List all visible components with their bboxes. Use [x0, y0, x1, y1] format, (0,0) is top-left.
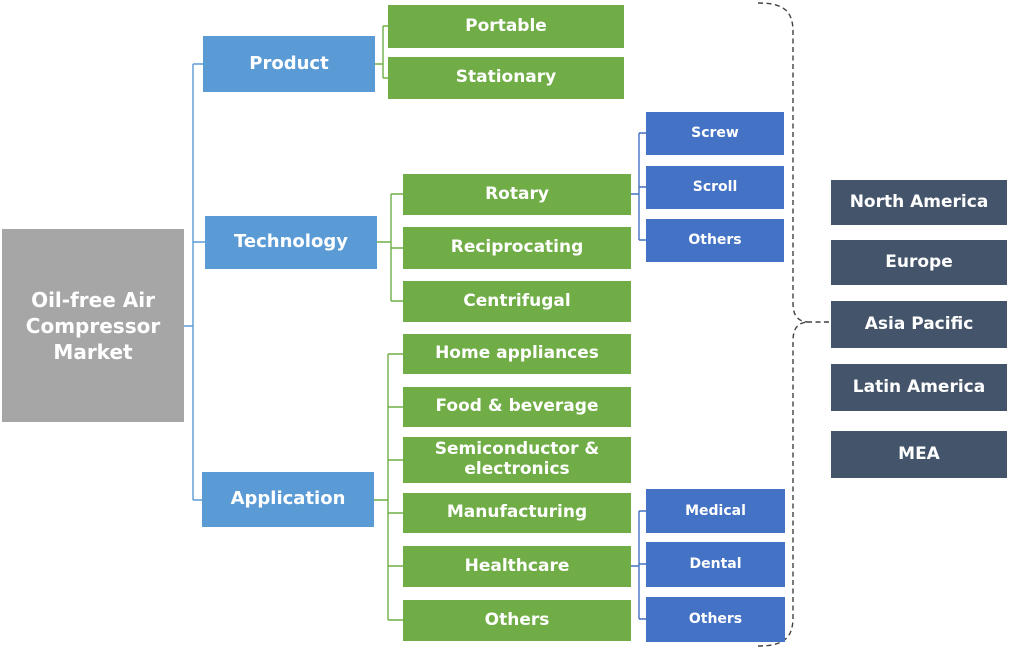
screw-node: Screw: [646, 112, 784, 155]
food-beverage-node: Food & beverage: [403, 387, 631, 427]
medical-node: Medical: [646, 489, 785, 533]
healthcare-children-connector: [631, 510, 646, 620]
application-children-connector: [374, 353, 403, 621]
product-children-connector: [375, 25, 388, 79]
region-latin-america: Latin America: [831, 364, 1007, 411]
rotary-node: Rotary: [403, 174, 631, 215]
rotary-others-node: Others: [646, 219, 784, 262]
root-node: Oil-free Air Compressor Market: [2, 229, 184, 422]
technology-node: Technology: [205, 216, 377, 269]
healthcare-others-node: Others: [646, 597, 785, 642]
region-north-america: North America: [831, 180, 1007, 225]
region-europe: Europe: [831, 240, 1007, 285]
semiconductor-electronics-node: Semiconductor & electronics: [403, 437, 631, 483]
technology-children-connector: [377, 193, 403, 302]
home-appliances-node: Home appliances: [403, 334, 631, 374]
region-mea: MEA: [831, 431, 1007, 478]
regions-brace: [757, 2, 808, 323]
dental-node: Dental: [646, 542, 785, 587]
root-to-level1-connector: [184, 63, 205, 501]
reciprocating-node: Reciprocating: [403, 227, 631, 269]
product-node: Product: [203, 36, 375, 92]
portable-node: Portable: [388, 5, 624, 48]
scroll-node: Scroll: [646, 166, 784, 209]
stationary-node: Stationary: [388, 57, 624, 99]
rotary-children-connector: [631, 132, 646, 241]
application-others-node: Others: [403, 600, 631, 641]
region-asia-pacific: Asia Pacific: [831, 301, 1007, 348]
centrifugal-node: Centrifugal: [403, 281, 631, 322]
manufacturing-node: Manufacturing: [403, 493, 631, 533]
application-node: Application: [202, 472, 374, 527]
healthcare-node: Healthcare: [403, 546, 631, 587]
